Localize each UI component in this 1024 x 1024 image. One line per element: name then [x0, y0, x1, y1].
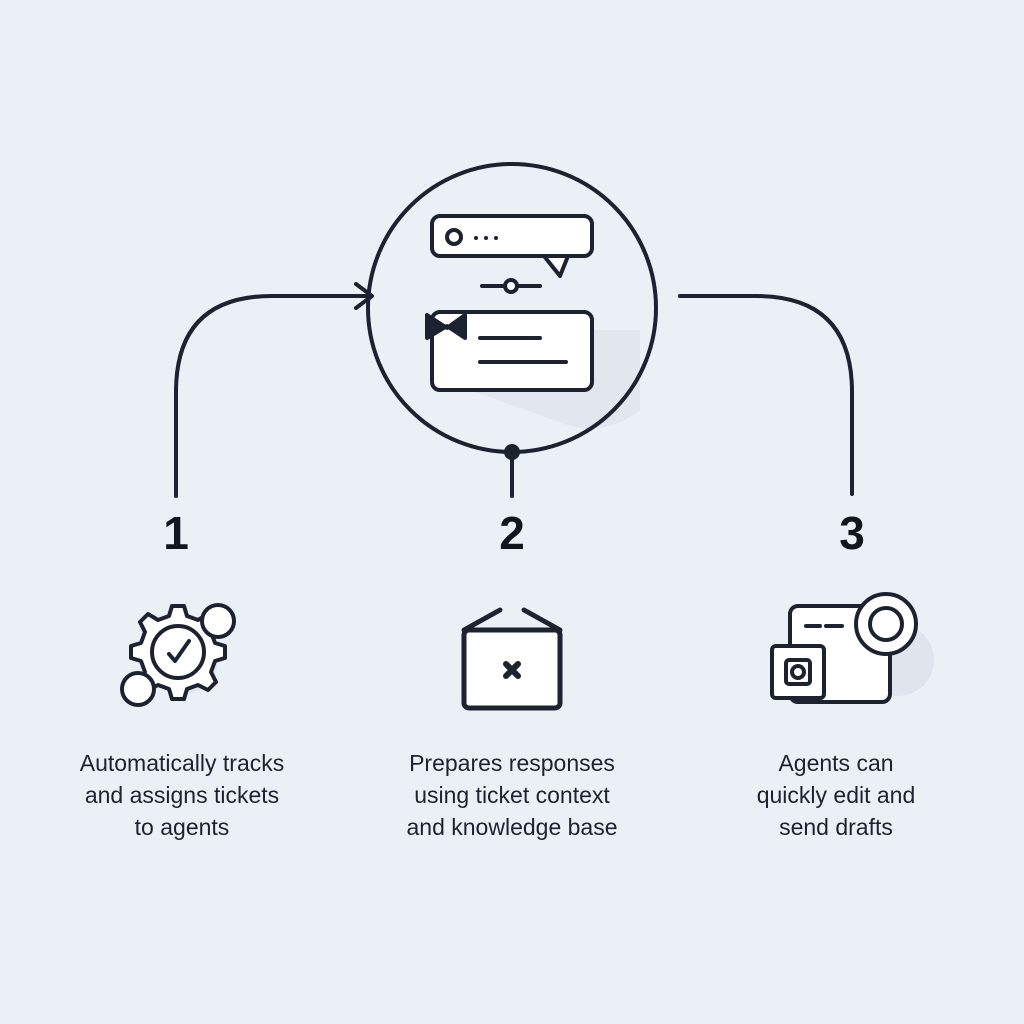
- gear-check-icon: [120, 603, 236, 707]
- step-1-line-3: to agents: [134, 814, 230, 840]
- connector-step1-to-hub: [174, 282, 374, 498]
- message-draft-hub-icon: [425, 214, 594, 392]
- step-3-description: Agents can quickly edit and send drafts: [696, 747, 976, 843]
- step-3-line-3: send drafts: [779, 814, 893, 840]
- step-2-description: Prepares responses using ticket context …: [372, 747, 652, 843]
- edit-draft-icon: [770, 592, 934, 704]
- step-1-line-1: Automatically tracks: [79, 750, 285, 776]
- step-number-3: 3: [839, 507, 865, 559]
- message-card-icon: [430, 310, 594, 392]
- step-1-description: Automatically tracks and assigns tickets…: [42, 747, 322, 843]
- step-2-line-2: using ticket context: [414, 782, 610, 808]
- step-number-1: 1: [163, 507, 189, 559]
- arrowhead-icon: [354, 282, 374, 310]
- hub-circle: [366, 162, 658, 454]
- connector-hub-to-step3: [678, 294, 854, 496]
- step-number-2: 2: [499, 507, 525, 559]
- step-2-line-3: and knowledge base: [406, 814, 618, 840]
- chat-bubble-icon: [430, 214, 594, 278]
- step-3-line-2: quickly edit and: [756, 782, 916, 808]
- box-x-mark-icon: [503, 661, 521, 679]
- step-2-line-1: Prepares responses: [409, 750, 615, 776]
- step-3-line-1: Agents can: [778, 750, 894, 776]
- slider-icon: [480, 278, 542, 294]
- envelope-icon: [425, 313, 467, 340]
- box-icon: [461, 607, 563, 711]
- step-1-line-2: and assigns tickets: [84, 782, 280, 808]
